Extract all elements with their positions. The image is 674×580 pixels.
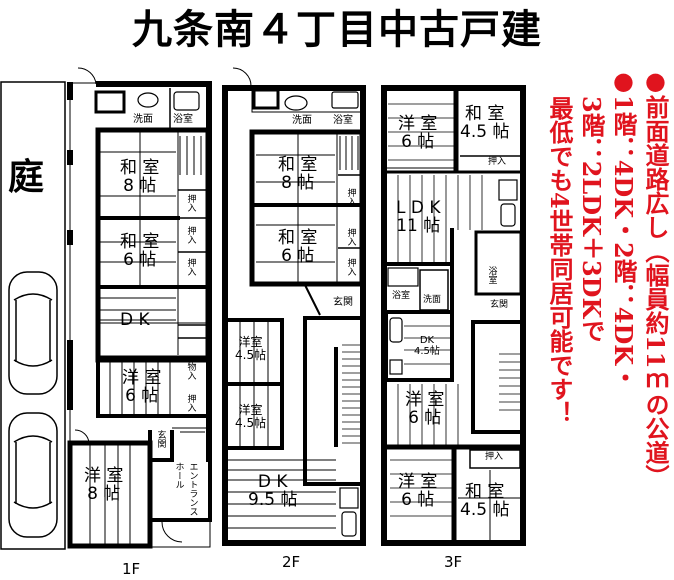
2f-youshitsu45a-room: 洋室 4.5帖 <box>235 336 266 361</box>
room-size: 4.5 帖 <box>460 499 510 520</box>
1f-closet-a-label: 押入 <box>185 194 196 212</box>
room-size: 8 帖 <box>123 175 157 196</box>
3f-washitsu45b-room: 和 室 4.5 帖 <box>460 482 510 520</box>
room-name: DK <box>419 335 435 346</box>
car-icon <box>8 271 58 538</box>
1f-youshitsu6-room: 洋 室 6 帖 <box>122 368 162 406</box>
1f-storage-label: 物入 <box>185 362 196 380</box>
room-name: D K <box>257 472 288 492</box>
garden-label: 庭 <box>8 156 45 198</box>
room-name: 和 室 <box>278 228 318 248</box>
3f-dk-room: DK 4.5帖 <box>414 335 440 357</box>
1f-closet-d-label: 押入 <box>185 394 196 412</box>
room-name: 和 室 <box>278 155 318 175</box>
room-name: 和 室 <box>465 482 505 502</box>
room-name: 洋 室 <box>398 472 438 492</box>
3f-youshitsu6b-room: 洋 室 6 帖 <box>405 390 445 428</box>
2f-washitsu8-room: 和 室 8 帖 <box>278 155 318 193</box>
note-line-4: 最低でも4世帯同居可能です！ <box>545 96 574 425</box>
room-size: 6 帖 <box>408 407 442 428</box>
plan-2f <box>222 67 366 546</box>
1f-dk-label: D K <box>120 310 150 330</box>
room-name: 洋 室 <box>122 368 162 388</box>
room-name: 洋室 <box>238 335 263 349</box>
note-line-3: 3階：2LDK＋3DKで <box>577 96 606 343</box>
3f-bath-b-label: 浴室 <box>486 266 497 284</box>
room-size: 6 帖 <box>125 385 159 406</box>
floor-label-1f: 1F <box>122 560 141 578</box>
note-line-1: ●前面道路広し（幅員約11ｍの公道） <box>641 66 670 489</box>
room-size: 8 帖 <box>281 172 315 193</box>
2f-youshitsu45b-room: 洋室 4.5帖 <box>235 404 266 429</box>
3f-closet-a-label: 押入 <box>488 157 507 167</box>
1f-washitsu6-room: 和 室 6 帖 <box>120 232 160 270</box>
plan-1f <box>67 67 212 549</box>
2f-bath-label: 浴室 <box>333 115 353 126</box>
room-size: 6 帖 <box>281 245 315 266</box>
room-name: 和 室 <box>120 158 160 178</box>
floor-label-3f: 3F <box>444 553 463 571</box>
2f-genkan-label: 玄関 <box>333 297 353 308</box>
room-name: 洋 室 <box>405 390 445 410</box>
1f-entrance-label-2: ホール <box>173 462 184 489</box>
room-size: 8 帖 <box>87 483 121 504</box>
room-size: 4.5 帖 <box>460 121 510 142</box>
room-size: 4.5帖 <box>235 347 267 362</box>
room-name: 和 室 <box>120 232 160 252</box>
3f-ldk-room: L D K 11 帖 <box>396 198 441 236</box>
room-size: 6 帖 <box>401 131 435 152</box>
1f-washroom-label: 洗面 <box>133 114 153 125</box>
2f-closet-c-label: 押入 <box>345 258 356 276</box>
2f-dk-room: D K 9.5 帖 <box>248 472 298 510</box>
room-size: 11 帖 <box>396 215 441 236</box>
3f-youshitsu6a-room: 洋 室 6 帖 <box>398 114 438 152</box>
3f-youshitsu6c-room: 洋 室 6 帖 <box>398 472 438 510</box>
3f-bath-a-label: 浴室 <box>392 291 411 301</box>
room-name: L D K <box>396 198 441 218</box>
1f-genkan-label: 玄関 <box>155 430 166 448</box>
1f-bath-label: 浴室 <box>173 114 193 125</box>
3f-washitsu45a-room: 和 室 4.5 帖 <box>460 104 510 142</box>
2f-closet-a-label: 押入 <box>345 188 356 206</box>
room-name: 和 室 <box>465 104 505 124</box>
1f-closet-b-label: 押入 <box>185 226 196 244</box>
2f-closet-b-label: 押入 <box>345 228 356 246</box>
plan-3f <box>381 85 526 546</box>
note-line-2: ●1階：4DK・2階：4DK・ <box>609 66 638 390</box>
page-title: 九条南４丁目中古戸建 <box>132 6 542 53</box>
1f-washitsu8-room: 和 室 8 帖 <box>120 158 160 196</box>
2f-washitsu6-room: 和 室 6 帖 <box>278 228 318 266</box>
room-name: 洋 室 <box>398 114 438 134</box>
room-size: 6 帖 <box>401 489 435 510</box>
room-size: 9.5 帖 <box>248 489 298 510</box>
room-name: 洋室 <box>238 403 263 417</box>
1f-entrance-label-1: エントランス <box>187 462 198 516</box>
room-size: 6 帖 <box>123 249 157 270</box>
3f-washroom-label: 洗面 <box>423 295 442 305</box>
room-size: 4.5帖 <box>235 415 267 430</box>
2f-washroom-label: 洗面 <box>292 115 312 126</box>
floor-label-2f: 2F <box>282 553 301 571</box>
room-size: 4.5帖 <box>414 345 440 357</box>
3f-closet-b-label: 押入 <box>485 452 504 462</box>
1f-youshitsu8-room: 洋 室 8 帖 <box>84 466 124 504</box>
room-name: 洋 室 <box>84 466 124 486</box>
3f-genkan-label: 玄関 <box>490 300 509 310</box>
1f-closet-c-label: 押入 <box>185 258 196 276</box>
